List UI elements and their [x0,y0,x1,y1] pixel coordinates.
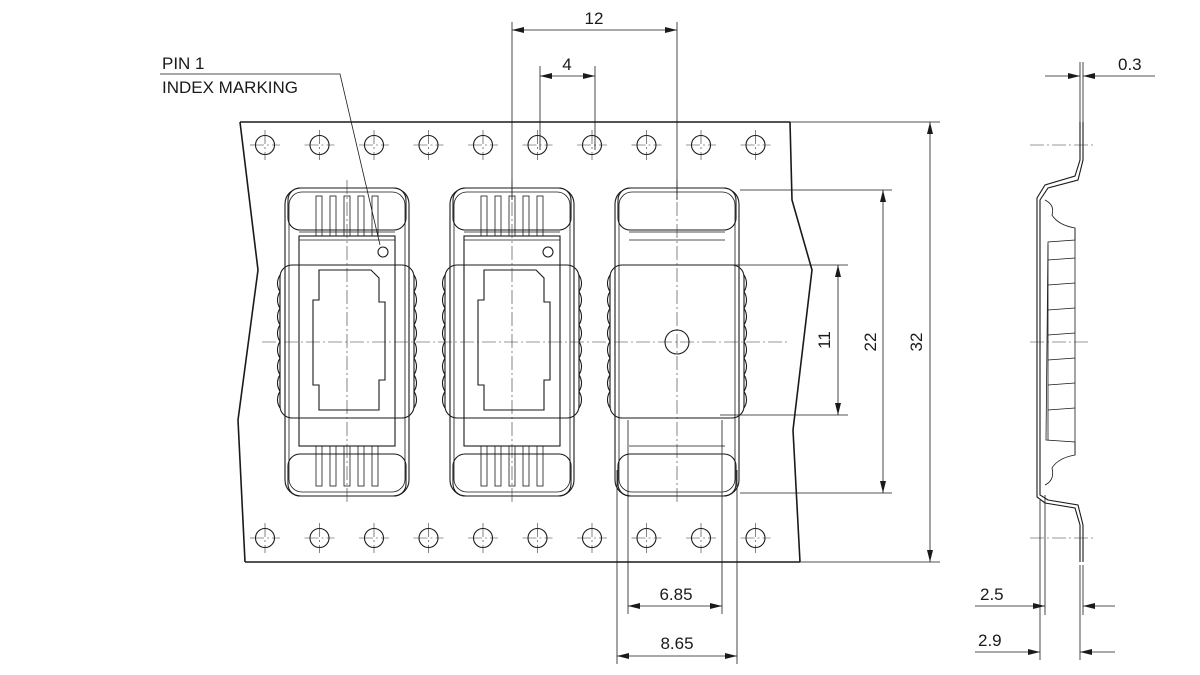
pocket-scallop-edge [578,274,583,409]
carrier-tape-outline [237,121,940,563]
dim-0-3-text: 0.3 [1118,55,1142,74]
component-die [312,269,386,411]
component-lead [494,445,502,487]
component-lead [315,195,323,237]
dim-8-65: 8.65 [616,470,738,664]
dim-32: 32 [907,122,933,562]
component-lead [371,445,379,487]
pockets [276,180,748,505]
pocket-scallop-edge [606,274,611,409]
dim-2-9-text: 2.9 [978,631,1002,650]
dim-11: 11 [720,264,848,416]
dim-8-65-text: 8.65 [660,634,693,653]
dim-32-text: 32 [907,333,926,352]
dim-12-text: 12 [585,9,604,28]
component-lead [536,195,544,237]
pocket-scallop-edge [276,274,281,409]
pocket-scallop-edge [413,274,418,409]
dim-6-85: 6.85 [627,420,723,614]
component-lead [508,445,516,487]
sprocket-holes-bottom [250,523,771,553]
dim-6-85-text: 6.85 [659,585,692,604]
component-lead [480,195,488,237]
component-lead [494,195,502,237]
side-view: 0.3 2.5 2.9 [975,55,1155,660]
pin1-label-line2: INDEX MARKING [162,78,298,97]
component-lead [315,445,323,487]
component-lead [357,445,365,487]
sprocket-holes-top [250,130,771,160]
dim-12: 12 [511,9,678,200]
pin1-marker [542,246,554,258]
dim-4: 4 [539,55,596,150]
pocket-scallop-edge [441,274,446,409]
pocket [441,180,583,505]
pocket [276,180,418,505]
dim-2-5-text: 2.5 [980,585,1004,604]
component-lead [357,195,365,237]
dim-4-text: 4 [562,55,571,74]
component-lead [343,445,351,487]
pin1-label: PIN 1 INDEX MARKING [160,54,381,246]
dim-11-text: 11 [815,331,834,349]
component-lead [536,445,544,487]
dim-22-text: 22 [861,333,880,352]
pin1-marker [377,246,389,258]
component-lead [522,445,530,487]
component-lead [480,445,488,487]
component-lead [522,195,530,237]
component-lead [371,195,379,237]
component-lead [329,445,337,487]
component-lead [343,195,351,237]
pin1-leader [160,73,381,246]
pocket-scallop-edge [743,274,748,409]
dim-22: 22 [740,189,892,494]
pin1-label-line1: PIN 1 [162,54,205,73]
component-die [477,269,551,411]
pocket-center-hole [664,329,690,355]
component-lead [329,195,337,237]
